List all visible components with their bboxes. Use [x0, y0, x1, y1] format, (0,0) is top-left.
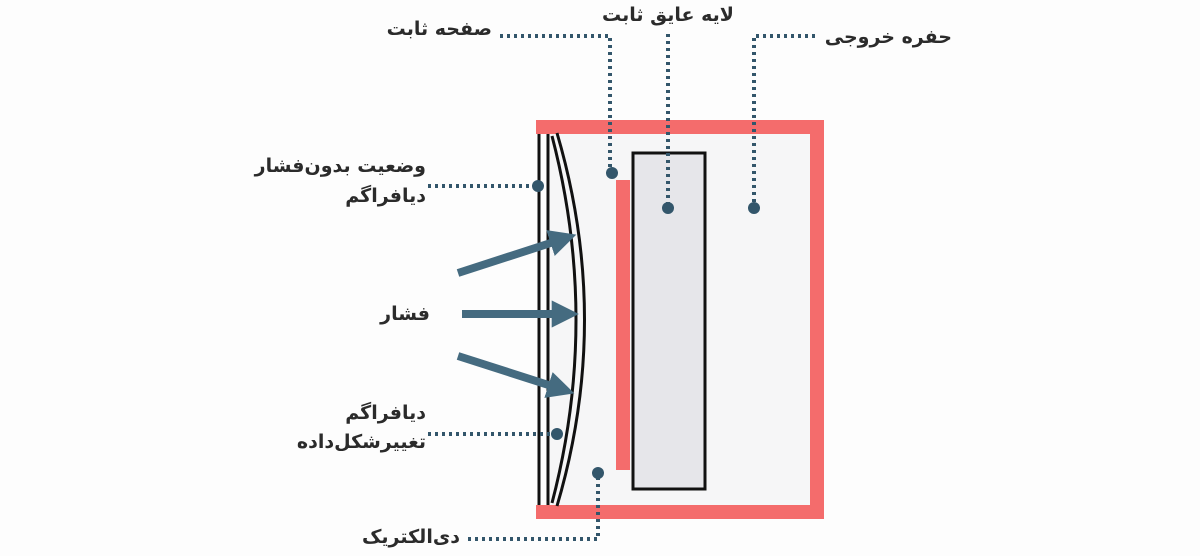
label-outlet-hole: حفره خروجی: [824, 26, 952, 48]
label-dielectric: دی‌الکتریک: [361, 526, 460, 548]
dot-dielectric: [592, 467, 604, 479]
label-pressure: فشار: [380, 303, 430, 325]
leader-dielectric: [468, 474, 600, 541]
label-fixed-plate: صفحه ثابت: [386, 18, 492, 40]
leader-fixed-plate: [500, 34, 612, 172]
label-fixed-insulating-layer: لایه عایق ثابت: [602, 4, 734, 26]
dot-insulating-layer: [662, 202, 674, 214]
label-diaphragm-unpressured-1: وضعیت بدون‌فشار: [254, 155, 426, 177]
pressure-arrow-lower: [456, 352, 575, 398]
dot-outlet-hole: [748, 202, 760, 214]
label-diaphragm-unpressured-2: دیافراگم: [345, 185, 426, 207]
fixed-plate: [616, 180, 630, 470]
label-diaphragm-deformed-2: تغییرشکل‌داده: [296, 431, 426, 453]
diaphragm-deformed-outer: [555, 132, 586, 507]
housing-right-wall: [810, 120, 824, 519]
housing-top-wall: [536, 120, 824, 134]
dot-fixed-plate: [606, 167, 618, 179]
label-diaphragm-deformed-1: دیافراگم: [345, 402, 426, 424]
pressure-arrow-upper: [456, 230, 577, 277]
dot-diaphragm-unpressured: [532, 180, 544, 192]
dot-diaphragm-deformed: [551, 428, 563, 440]
housing-bottom-wall: [536, 505, 824, 519]
